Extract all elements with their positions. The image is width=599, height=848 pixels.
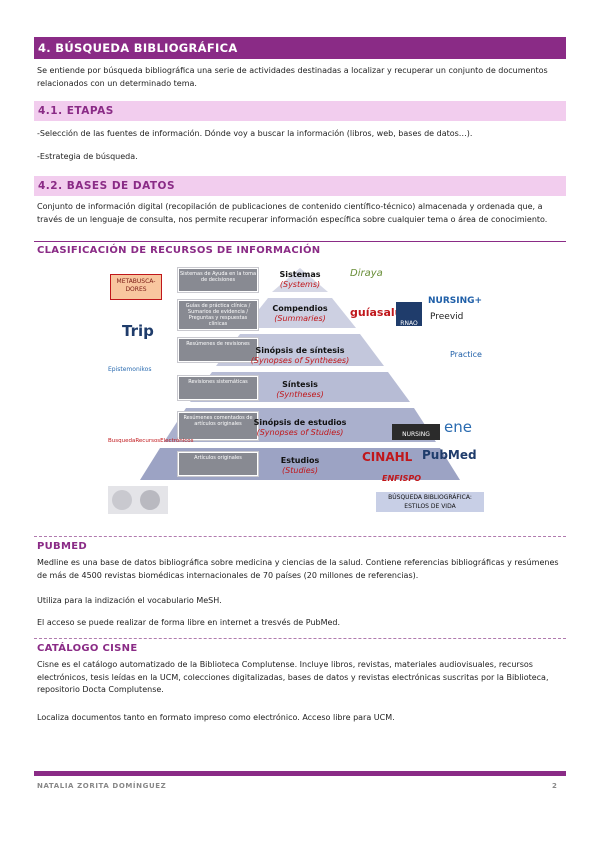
pyramid-level-sistemas: Sistemas(Systems) (279, 270, 321, 289)
etapa-item-1: -Selección de las fuentes de información… (37, 129, 473, 138)
side-box-5: Resúmenes comentados de artículos origin… (178, 412, 258, 440)
pyramid-level-sinopsis-sintesis: Sinópsis de síntesis(Synopses of Synthes… (250, 346, 350, 365)
bvs-logo: BusquedaRecursosElectrónicos (108, 438, 194, 444)
side-box-1: Sistemas de Ayuda en la toma de decision… (178, 268, 258, 292)
section-title-etapas: 4.1. ETAPAS (34, 101, 566, 121)
cisne-paragraph-1: Cisne es el catálogo automatizado de la … (37, 660, 549, 694)
preevid-logo: Preevid (430, 312, 464, 322)
cisne-title: CATÁLOGO CISNE (37, 643, 138, 654)
clasificacion-title: CLASIFICACIÓN DE RECURSOS DE INFORMACIÓN (37, 245, 321, 256)
nursing-plus-logo: NURSING+ (428, 296, 483, 306)
intro-paragraph: Se entiende por búsqueda bibliográfica u… (37, 66, 548, 88)
side-box-2: Guías de práctica clínica / Sumarios de … (178, 300, 258, 330)
side-box-3: Resúmenes de revisiones (178, 338, 258, 362)
pubmed-paragraph-3: El acceso se puede realizar de forma lib… (37, 618, 341, 627)
footer-author: NATALIA ZORITA DOMÍNGUEZ (37, 782, 167, 790)
divider (34, 638, 566, 639)
metabuscadores-box: METABUSCA-DORES (110, 274, 162, 300)
diraya-logo: Diraya (350, 268, 383, 279)
etapa-item-2: -Estrategia de búsqueda. (37, 152, 138, 161)
busqueda-estilos-box: BÚSQUEDA BIBLIOGRÁFICA: ESTILOS DE VIDA (376, 492, 484, 512)
enfispo-logo: ENFISPO (382, 474, 422, 483)
pubmed-logo: PubMed (422, 448, 477, 462)
pyramid-level-compendios: Compendios(Summaries) (272, 304, 328, 323)
practice-logo: Practice (450, 350, 482, 359)
guiasalud-logo: guíasalud (350, 306, 411, 319)
pyramid-level-estudios: Estudios(Studies) (280, 456, 320, 475)
epistemonikos-logo: Epistemonikos (108, 366, 152, 373)
pyramid-level-sinopsis-estudios: Sinópsis de estudios(Synopses of Studies… (253, 418, 347, 437)
pubmed-paragraph-2: Utiliza para la indización el vocabulari… (37, 596, 222, 605)
side-box-6: Artículos originales (178, 452, 258, 476)
pubmed-title: PUBMED (37, 541, 87, 552)
section-title-busqueda: 4. BÚSQUEDA BIBLIOGRÁFICA (34, 37, 566, 59)
section-title-bases: 4.2. BASES DE DATOS (34, 176, 566, 196)
cisne-paragraph-2: Localiza documentos tanto en formato imp… (37, 713, 395, 722)
pyramid-level-sintesis: Síntesis(Syntheses) (276, 380, 324, 399)
pubmed-paragraph-1: Medline es una base de datos bibliográfi… (37, 558, 559, 580)
pyramid-figure: METABUSCA-DORES Sistemas de Ayuda en la … (100, 262, 500, 517)
rnao-logo: RNAO (396, 302, 422, 327)
cinahl-logo: CINAHL (362, 450, 413, 464)
page-number: 2 (552, 782, 557, 790)
ene-logo: ene (444, 418, 472, 436)
nursing-logo: NURSING (392, 424, 440, 440)
footer-bar (34, 771, 566, 776)
trip-logo: Trip (122, 322, 154, 340)
divider (34, 241, 566, 242)
side-box-4: Revisiones sistemáticas (178, 376, 258, 400)
divider (34, 536, 566, 537)
bases-paragraph: Conjunto de información digital (recopil… (37, 202, 548, 224)
